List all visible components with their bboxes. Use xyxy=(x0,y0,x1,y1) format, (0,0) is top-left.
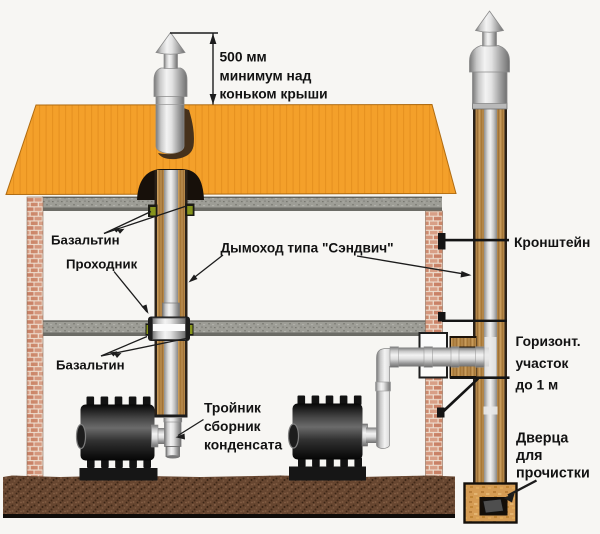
svg-text:прочистки: прочистки xyxy=(516,466,590,482)
svg-text:минимум над: минимум над xyxy=(220,69,312,84)
svg-text:Горизонт.: Горизонт. xyxy=(516,334,581,349)
svg-text:для: для xyxy=(516,448,543,464)
svg-text:Дверца: Дверца xyxy=(516,431,569,447)
svg-text:Дымоход типа "Сэндвич": Дымоход типа "Сэндвич" xyxy=(221,241,394,256)
svg-text:Кронштейн: Кронштейн xyxy=(514,235,590,250)
svg-text:Проходник: Проходник xyxy=(66,257,138,272)
svg-text:сборник: сборник xyxy=(204,419,261,434)
svg-text:Базальтин: Базальтин xyxy=(56,358,125,373)
svg-text:500 мм: 500 мм xyxy=(220,50,267,65)
svg-text:Тройник: Тройник xyxy=(204,401,261,416)
svg-text:конденсата: конденсата xyxy=(204,438,283,453)
svg-text:до 1 м: до 1 м xyxy=(516,378,559,393)
svg-text:участок: участок xyxy=(516,356,569,371)
svg-text:коньком крыши: коньком крыши xyxy=(220,87,328,102)
svg-text:Базальтин: Базальтин xyxy=(51,233,120,248)
